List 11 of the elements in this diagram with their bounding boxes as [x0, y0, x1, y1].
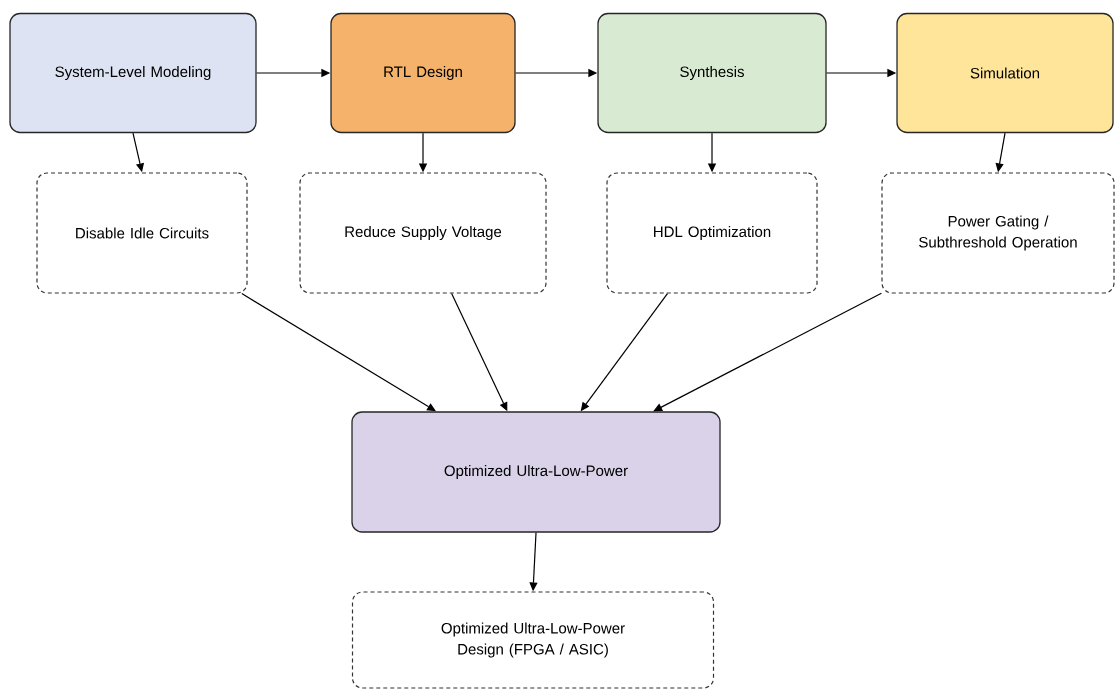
process-box: RTL Design [330, 12, 516, 134]
arrow [653, 292, 882, 412]
technique-box: Reduce Supply Voltage [299, 172, 547, 294]
process-box: Optimized Ultra-Low-Power [351, 411, 721, 533]
technique-box: HDL Optimization [606, 172, 818, 294]
process-box: Synthesis [597, 12, 827, 134]
technique-box: Disable Idle Circuits [36, 172, 248, 294]
process-box: Simulation [896, 12, 1114, 134]
technique-box: Optimized Ultra-Low-Power Design (FPGA / ASIC) [351, 591, 715, 689]
technique-box: Power Gating / Subthreshold Operation [881, 172, 1115, 294]
process-box: System-Level Modeling [9, 12, 257, 134]
